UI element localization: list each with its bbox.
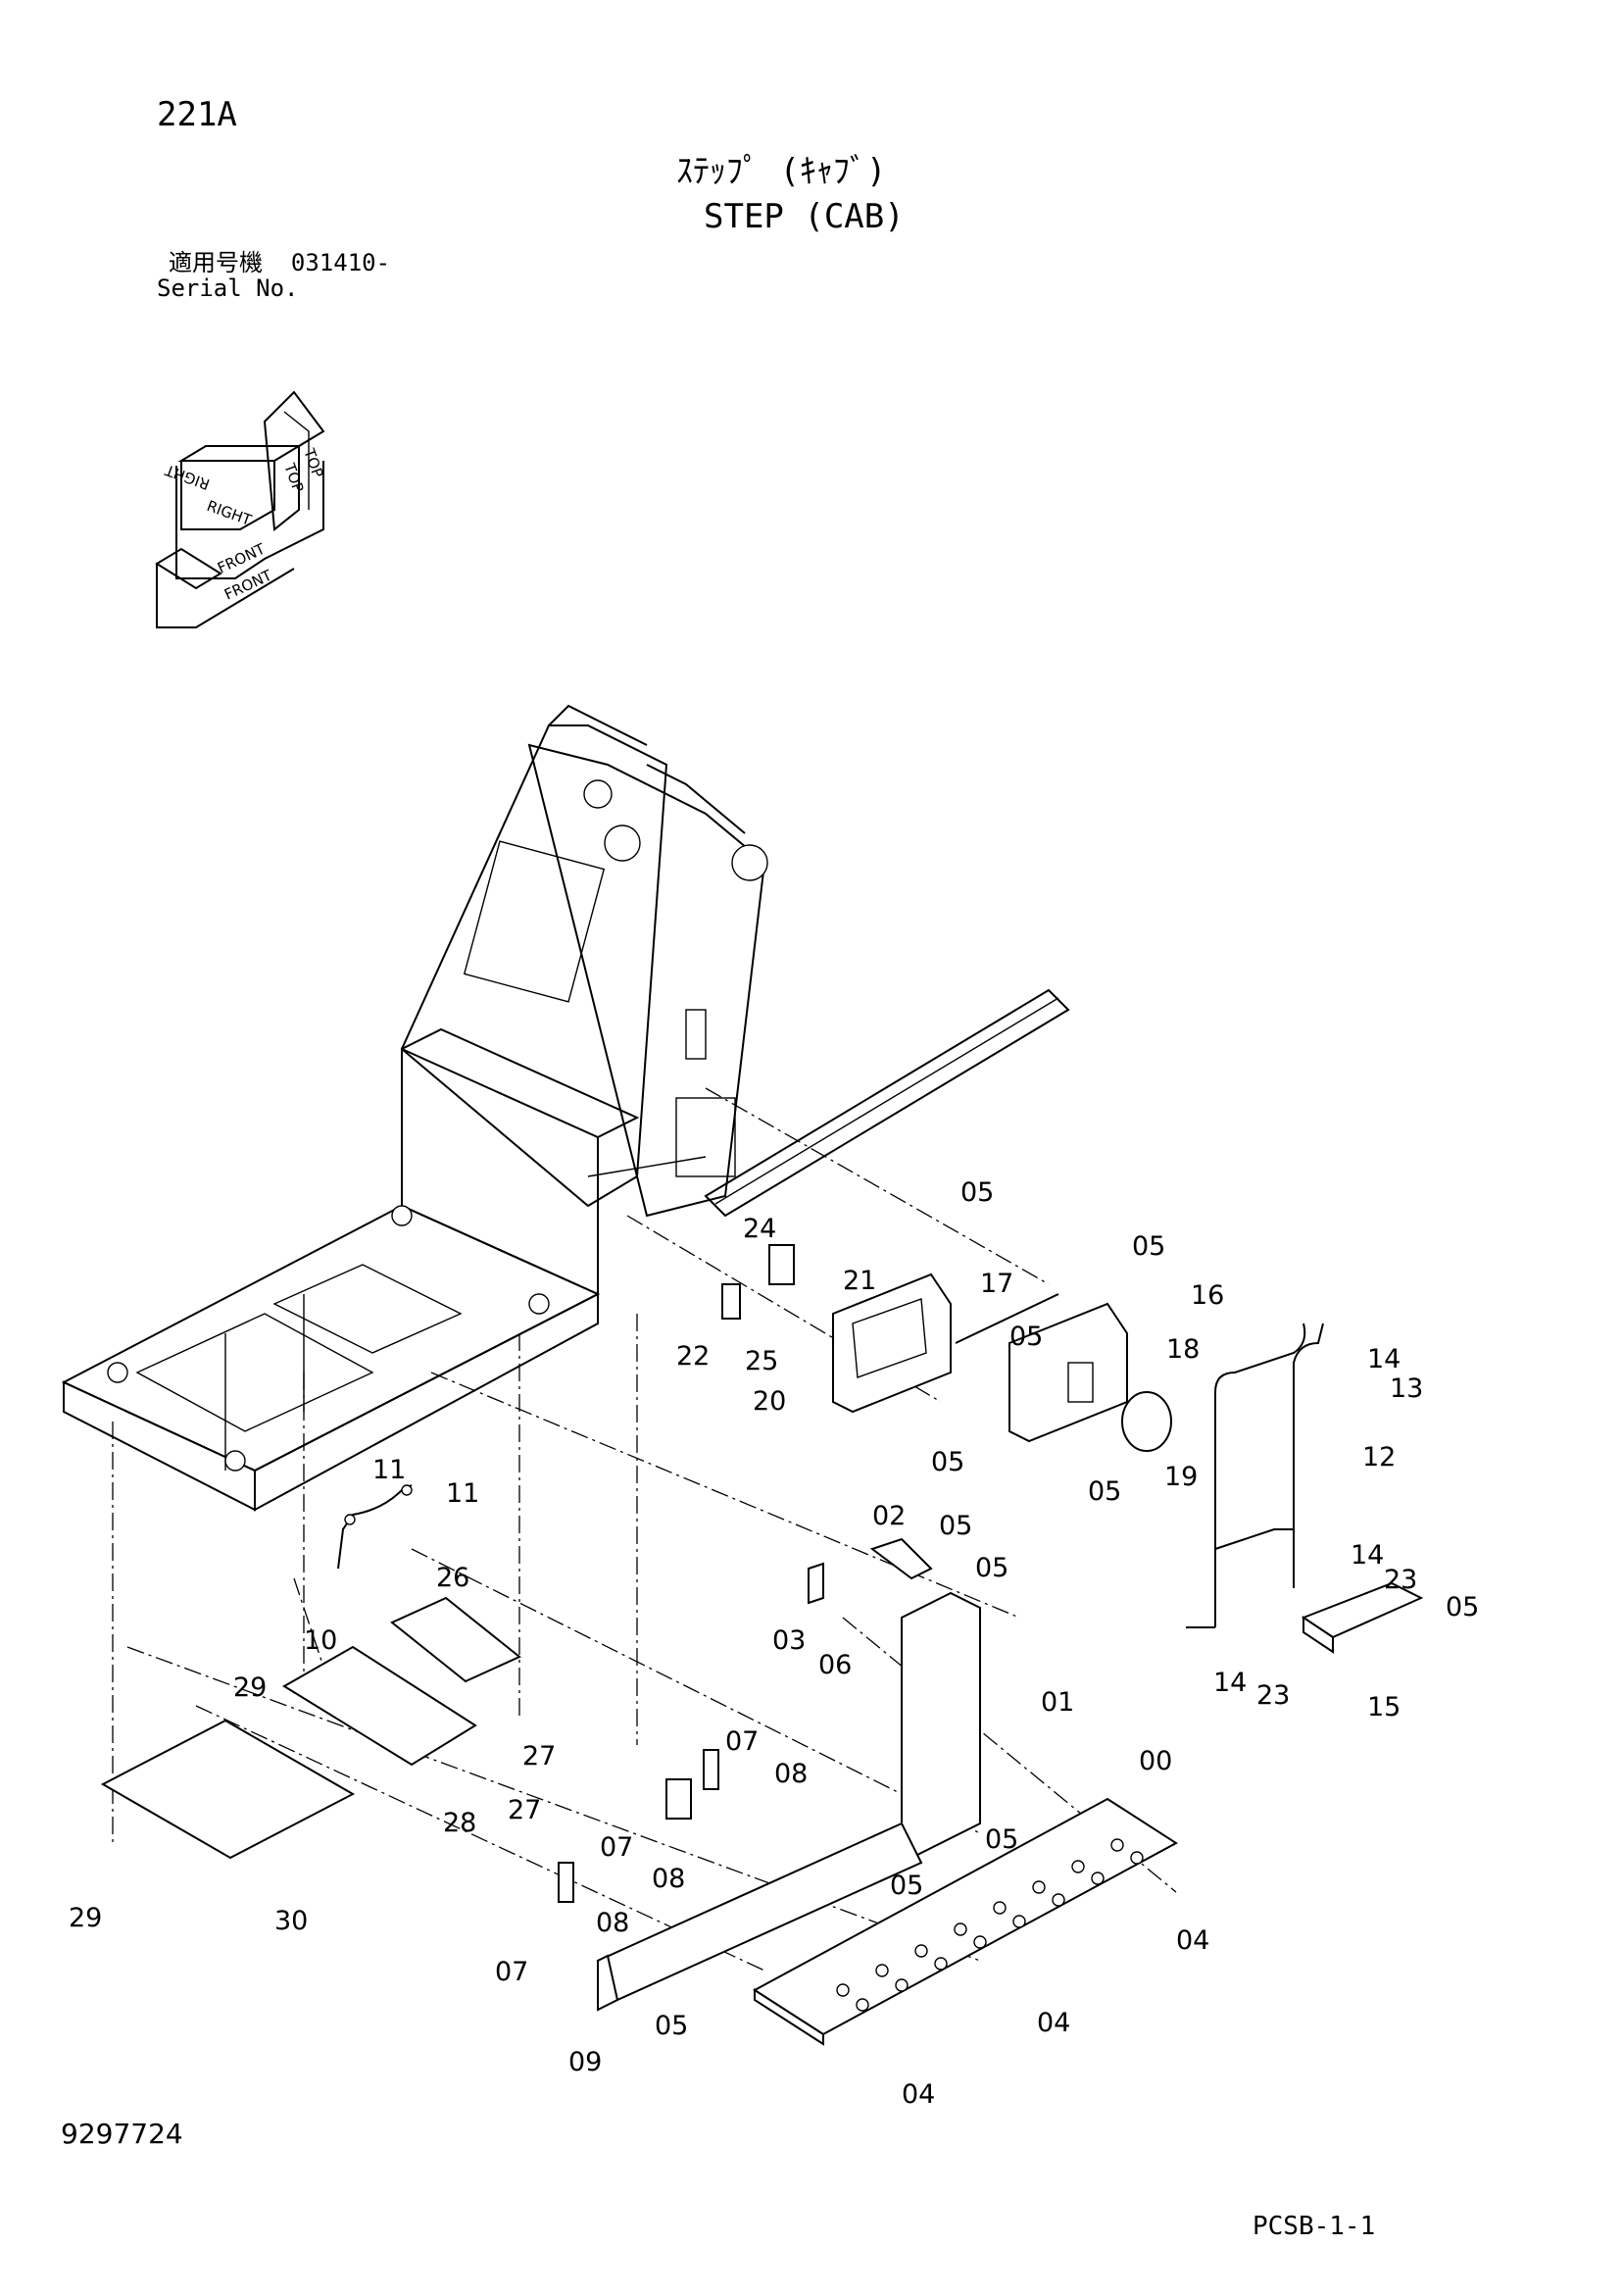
orientation-label-top-2: TOP [300,445,327,479]
callout-05: 05 [960,1177,994,1208]
callout-05: 05 [931,1447,964,1477]
drawing-number: 9297724 [61,2118,183,2150]
callout-05: 05 [655,2011,688,2041]
callout-20: 20 [753,1386,786,1417]
callout-14: 14 [1367,1344,1401,1374]
title-japanese: ｽﾃｯﾌﾟ (ｷｬﾌﾞ) [676,152,887,191]
title-english: STEP (CAB) [704,197,905,236]
callout-25: 25 [745,1346,778,1376]
callout-16: 16 [1191,1280,1224,1311]
callout-13: 13 [1390,1373,1423,1404]
callout-05: 05 [975,1553,1008,1583]
callout-23: 23 [1384,1565,1417,1595]
callout-09: 09 [568,2047,602,2077]
callout-07: 07 [495,1957,528,1987]
callout-26: 26 [436,1563,469,1593]
callout-07: 07 [600,1832,633,1863]
callout-06: 06 [818,1650,852,1680]
callout-29: 29 [233,1672,267,1703]
callout-04: 04 [1176,1925,1209,1956]
callout-05: 05 [1132,1231,1165,1262]
grating-holes [836,1838,1144,2012]
orientation-cube: TOP TOP RIGHT RIGHT FRONT FRONT [155,390,327,628]
step-parts [100,1244,1424,2046]
callout-14: 14 [1351,1540,1384,1571]
callout-08: 08 [652,1864,685,1894]
leader-lines [112,1087,1177,1972]
callout-01: 01 [1041,1687,1074,1718]
callout-29: 29 [69,1903,102,1933]
callout-11: 11 [446,1478,479,1509]
callouts: 05 05 16 17 05 24 21 22 25 20 05 18 14 1… [69,1177,1479,2110]
callout-08: 08 [774,1759,808,1789]
callout-23: 23 [1256,1680,1290,1711]
callout-19: 19 [1164,1462,1198,1492]
serial-number: 031410- [290,249,391,276]
callout-05: 05 [1088,1476,1121,1507]
callout-12: 12 [1362,1442,1396,1472]
main-frame [61,704,1070,1512]
callout-02: 02 [872,1501,906,1531]
callout-05: 05 [1009,1322,1043,1352]
sheet-code: PCSB-1-1 [1253,2212,1376,2241]
callout-05: 05 [939,1511,972,1541]
callout-24: 24 [743,1214,776,1244]
callout-27: 27 [508,1795,541,1825]
orientation-label-right-2: RIGHT [205,497,255,529]
serial-label-english: Serial No. [157,275,299,302]
callout-03: 03 [772,1625,806,1656]
callout-15: 15 [1367,1692,1401,1722]
callout-05: 05 [1446,1592,1479,1622]
callout-11: 11 [372,1455,406,1485]
callout-04: 04 [1037,2008,1070,2038]
orientation-label-right-1: RIGHT [162,461,212,493]
callout-04: 04 [902,2079,935,2110]
callout-08: 08 [596,1908,629,1938]
callout-14: 14 [1213,1668,1247,1698]
callout-05: 05 [985,1824,1018,1855]
callout-18: 18 [1166,1334,1200,1365]
callout-17: 17 [980,1269,1013,1299]
callout-10: 10 [304,1625,337,1656]
callout-30: 30 [274,1906,308,1936]
callout-22: 22 [676,1341,710,1372]
callout-27: 27 [522,1741,556,1772]
callout-00: 00 [1139,1746,1172,1776]
callout-28: 28 [443,1808,476,1838]
page-code: 221A [157,95,237,134]
callout-05: 05 [890,1871,923,1901]
serial-line-japanese: 適用号機 031410- [169,251,390,275]
serial-label-japanese: 適用号機 [169,249,263,276]
callout-07: 07 [725,1726,759,1757]
orientation-label-top-1: TOP [280,460,308,494]
callout-21: 21 [843,1266,876,1296]
